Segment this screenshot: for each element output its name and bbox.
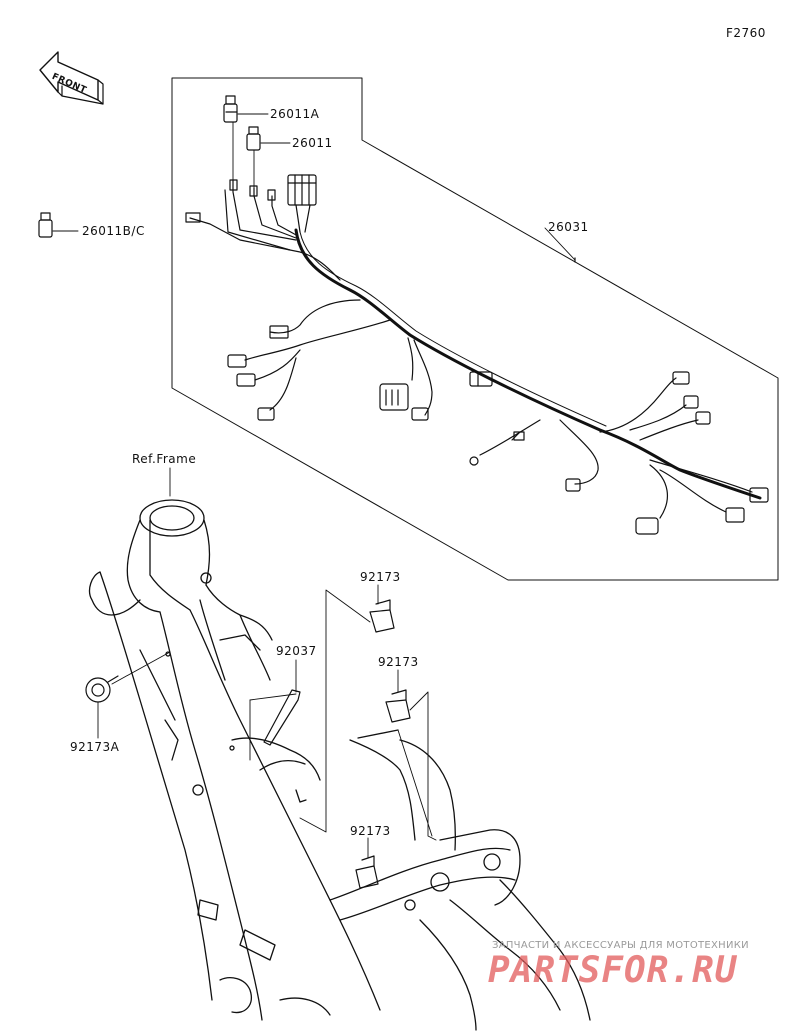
watermark-brand: PARTSFOR.RU (488, 950, 738, 991)
callout-92037[interactable]: 92037 (276, 644, 317, 658)
connector-26011a-icon (223, 95, 238, 123)
callout-26011bc[interactable]: 26011B/C (82, 224, 145, 238)
motorcycle-frame-icon (88, 499, 591, 1031)
callout-92173-low[interactable]: 92173 (350, 824, 391, 838)
diagram-code: F2760 (726, 26, 766, 40)
callout-92173-top[interactable]: 92173 (360, 570, 401, 584)
grommet-92173a-icon (85, 651, 171, 739)
watermark-tagline: ЗАПЧАСТИ И АКСЕССУАРЫ ДЛЯ МОТОТЕХНИКИ (492, 940, 749, 951)
wiring-harness-icon (185, 174, 769, 535)
callout-92173a[interactable]: 92173A (70, 740, 120, 754)
frame-reference-label: Ref.Frame (132, 452, 197, 466)
callout-26031[interactable]: 26031 (548, 220, 589, 234)
callout-26011a[interactable]: 26011A (270, 107, 320, 121)
grommet-92173-mid-icon (385, 669, 437, 841)
harness-boundary-box (171, 77, 779, 581)
clamp-92037-icon (249, 689, 301, 761)
grommet-92173-top-icon (369, 584, 395, 633)
front-arrow-icon (39, 51, 104, 105)
callout-92173-mid[interactable]: 92173 (378, 655, 419, 669)
connector-26011-icon (246, 126, 261, 151)
callout-26011[interactable]: 26011 (292, 136, 333, 150)
grommet-92173-low-icon (355, 837, 379, 889)
connector-26011bc-icon (38, 212, 53, 238)
